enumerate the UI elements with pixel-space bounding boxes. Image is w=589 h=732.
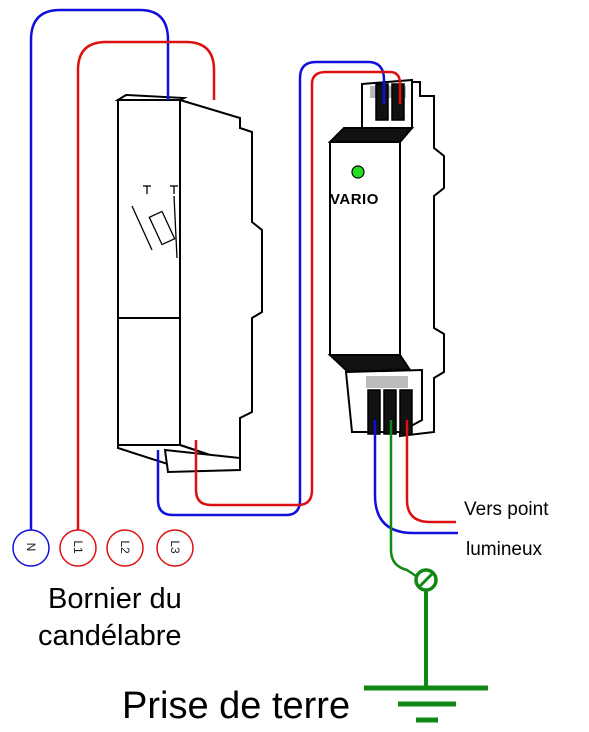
earth-ground-icon [364,685,488,723]
terminal-block-caption-line1: Bornier du [48,583,182,615]
fuse-symbol [131,185,178,259]
terminal-l1-label: L1 [71,540,85,554]
phase-wire-link [194,70,402,507]
neutral-wire-link [156,60,386,517]
phase-wire-top [76,40,216,530]
terminal-block [12,529,194,567]
output-caption-line1: Vers point [464,499,549,520]
terminal-l2 [106,529,144,567]
fuse-holder-module [114,93,263,474]
earth-terminal-icon [414,568,438,592]
terminal-l1 [59,529,97,567]
terminal-n [12,529,50,567]
output-phase-wire [405,420,456,524]
terminal-l3 [156,529,194,567]
vario-module [327,78,445,438]
neutral-wire-top [29,8,170,530]
terminal-l3-label: L3 [168,540,182,554]
earth-caption: Prise de terre [122,685,351,727]
vario-bottom-terminals [367,389,413,435]
output-neutral-wire [373,420,458,535]
earth-wire [389,420,417,578]
status-led-icon [351,165,365,179]
terminal-n-label: N [24,542,38,552]
terminal-block-caption-line2: candélabre [38,620,182,652]
output-caption-line2: lumineux [466,539,543,560]
terminal-l2-label: L2 [118,540,132,554]
vario-label: VARIO [330,191,379,208]
